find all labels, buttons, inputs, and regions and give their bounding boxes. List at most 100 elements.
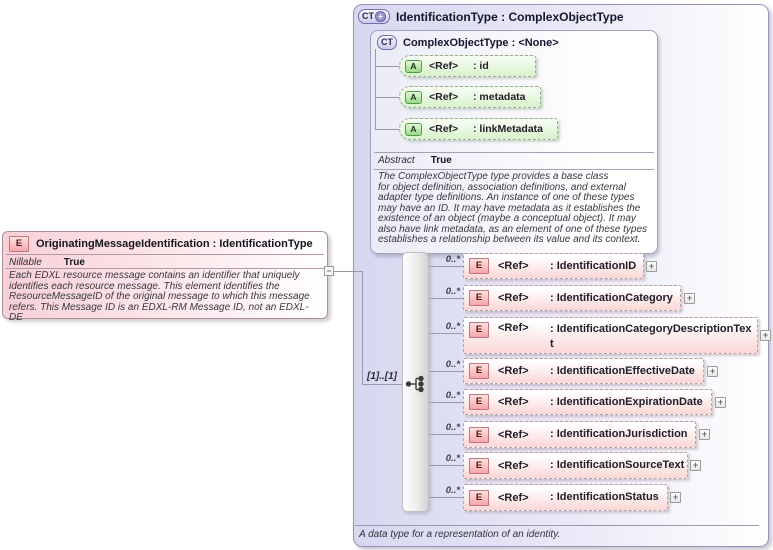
element-node-identificationsourcetext[interactable]: E <Ref> : IdentificationSourceText [463, 452, 688, 479]
element-name: : IdentificationStatus [550, 491, 659, 503]
complex-type-icon: CT [377, 35, 397, 50]
complex-type-derived-icon[interactable]: CT+ [358, 9, 390, 24]
element-icon: E [9, 236, 29, 252]
cardinality-label: 0..* [445, 286, 460, 297]
cardinality-label: 0..* [445, 485, 460, 496]
derived-plus-icon: + [375, 11, 386, 22]
expand-button[interactable]: + [699, 429, 710, 440]
attribute-stub-line [375, 97, 399, 98]
element-stub-line [429, 402, 463, 403]
property-label: Nillable [9, 257, 42, 268]
element-icon: E [469, 322, 489, 338]
element-name: : IdentificationEffectiveDate [550, 364, 695, 377]
element-node-identificationid[interactable]: E <Ref> : IdentificationID [463, 253, 644, 279]
element-ref: <Ref> [498, 260, 529, 272]
connector-line [334, 271, 362, 272]
element-node-originatingmessageidentification[interactable]: E OriginatingMessageIdentification : Ide… [2, 231, 328, 323]
cardinality-label: 0..* [445, 453, 460, 464]
sequence-icon [405, 375, 424, 393]
element-ref: <Ref> [498, 459, 529, 472]
element-name: : IdentificationJurisdiction [550, 428, 688, 440]
occurrence-label: [1]..[1] [367, 371, 397, 382]
attribute-icon: A [405, 90, 422, 104]
element-icon: E [469, 290, 489, 306]
collapse-button[interactable]: − [324, 266, 334, 276]
element-node-identificationstatus[interactable]: E <Ref> : IdentificationStatus [463, 484, 668, 511]
expand-button[interactable]: + [707, 366, 718, 377]
element-ref: <Ref> [498, 428, 529, 441]
element-icon: E [469, 363, 489, 379]
attribute-ref: <Ref> [429, 123, 459, 135]
attribute-icon: A [405, 122, 422, 136]
element-name: : IdentificationCategoryDescriptionText [550, 323, 752, 350]
element-icon: E [469, 426, 489, 443]
element-ref: <Ref> [498, 491, 529, 504]
element-icon: E [469, 258, 489, 274]
attribute-ref: <Ref> [429, 60, 459, 72]
attribute-name: : linkMetadata [473, 123, 544, 135]
cardinality-label: 0..* [445, 390, 460, 401]
element-node-identificationexpirationdate[interactable]: E <Ref> : IdentificationExpirationDate [463, 389, 712, 415]
base-type-box-complexobjecttype[interactable]: CT ComplexObjectType : <None> A <Ref> : … [370, 30, 658, 254]
property-label: Abstract [378, 155, 415, 166]
left-element-annotation: Each EDXL resource message contains an i… [9, 270, 310, 323]
element-ref: <Ref> [498, 322, 529, 334]
expand-button[interactable]: + [684, 293, 695, 304]
element-name: : IdentificationExpirationDate [550, 395, 703, 408]
element-icon: E [469, 457, 489, 474]
cardinality-label: 0..* [445, 359, 460, 370]
attribute-node-linkmetadata[interactable]: A <Ref> : linkMetadata [399, 118, 558, 140]
nillable-property: Nillable True [9, 257, 85, 268]
base-type-annotation: The ComplexObjectType type provides a ba… [378, 171, 648, 245]
element-stub-line [429, 497, 463, 498]
divider [374, 169, 654, 170]
element-node-identificationcategory[interactable]: E <Ref> : IdentificationCategory [463, 285, 681, 311]
expand-button[interactable]: + [760, 330, 771, 341]
element-node-identificationjurisdiction[interactable]: E <Ref> : IdentificationJurisdiction [463, 421, 696, 448]
divider [6, 268, 324, 269]
divider [374, 152, 654, 153]
type-box-header[interactable]: CT+ IdentificationType : ComplexObjectTy… [358, 9, 624, 24]
type-box-title: IdentificationType : ComplexObjectType [396, 9, 624, 24]
element-node-identificationcategorydescriptiontext[interactable]: E <Ref> : IdentificationCategoryDescript… [463, 317, 758, 354]
divider [6, 254, 324, 255]
attribute-ref: <Ref> [429, 91, 459, 103]
element-stub-line [429, 465, 463, 466]
element-stub-line [429, 333, 463, 334]
divider [355, 525, 759, 526]
cardinality-label: 0..* [445, 254, 460, 265]
element-name: : IdentificationCategory [550, 291, 673, 304]
attribute-icon: A [405, 59, 422, 73]
left-element-header: E OriginatingMessageIdentification : Ide… [9, 236, 313, 252]
element-stub-line [429, 371, 463, 372]
expand-button[interactable]: + [690, 460, 701, 471]
base-type-title: ComplexObjectType : <None> [403, 36, 559, 49]
expand-button[interactable]: + [670, 492, 681, 503]
element-icon: E [469, 489, 489, 506]
attribute-node-id[interactable]: A <Ref> : id [399, 55, 536, 77]
base-type-header: CT ComplexObjectType : <None> [377, 35, 559, 50]
element-stub-line [429, 434, 463, 435]
cardinality-label: 0..* [445, 321, 460, 332]
cardinality-label: 0..* [445, 422, 460, 433]
abstract-property: Abstract True [378, 155, 452, 166]
element-name: : IdentificationID [550, 259, 637, 272]
attribute-stub-line [375, 129, 399, 130]
connector-line [362, 271, 363, 385]
left-element-title: OriginatingMessageIdentification : Ident… [36, 238, 313, 250]
attribute-stub-line [375, 66, 399, 67]
expand-button[interactable]: + [715, 397, 726, 408]
element-ref: <Ref> [498, 396, 529, 408]
element-ref: <Ref> [498, 365, 529, 377]
attribute-tree-line [375, 49, 376, 130]
element-icon: E [469, 394, 489, 410]
type-annotation: A data type for a representation of an i… [359, 529, 561, 540]
element-name: : IdentificationSourceText [550, 459, 685, 471]
expand-button[interactable]: + [646, 261, 657, 272]
property-value: True [63, 257, 85, 268]
attribute-name: : metadata [473, 91, 526, 103]
element-node-identificationeffectivedate[interactable]: E <Ref> : IdentificationEffectiveDate [463, 358, 704, 384]
element-stub-line [429, 266, 463, 267]
attribute-node-metadata[interactable]: A <Ref> : metadata [399, 86, 541, 108]
